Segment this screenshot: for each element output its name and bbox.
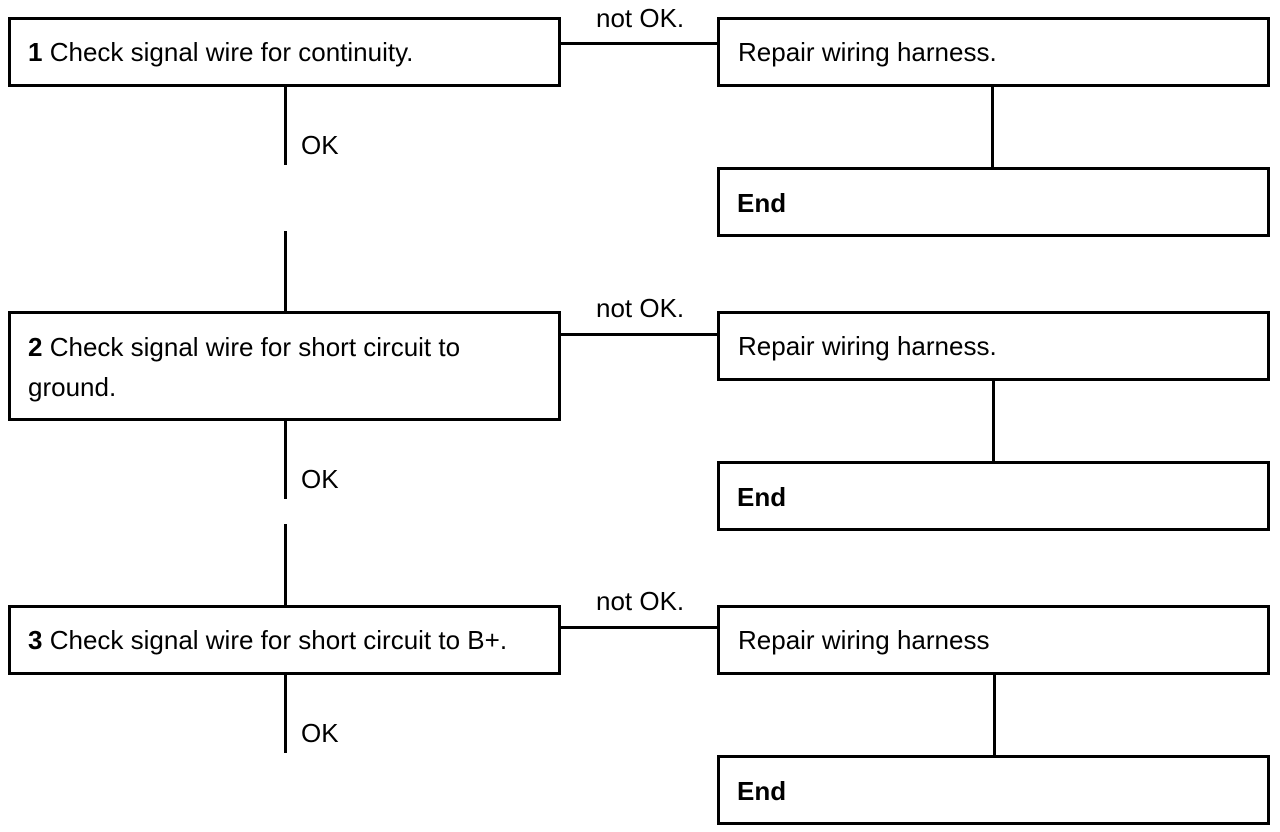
step-1-end-box: End — [717, 167, 1270, 237]
step-1-number: 1 — [28, 37, 43, 67]
step-3-fail-label: not OK. — [596, 586, 685, 616]
step-2-action-box: Repair wiring harness. — [717, 311, 1270, 381]
step-1-action-box: Repair wiring harness. — [717, 17, 1270, 87]
step-1-fail-label: not OK. — [596, 3, 685, 33]
step-2-text: Check signal wire for short circuit to g… — [28, 332, 461, 402]
step-1-action-to-end-connector — [991, 87, 994, 167]
step-2-pass-label: OK — [301, 464, 339, 494]
step-3-end-text: End — [737, 776, 787, 806]
step-1-fail-connector — [561, 42, 717, 45]
step-1-action-text: Repair wiring harness. — [738, 37, 997, 67]
step-2-action-to-end-connector — [992, 381, 995, 461]
step-3-action-text: Repair wiring harness — [738, 625, 990, 655]
step-2-pass-connector — [284, 421, 287, 499]
step-3-text: Check signal wire for short circuit to B… — [49, 625, 508, 655]
step-2-to-step-3-connector — [284, 524, 287, 605]
step-3-end-box: End — [717, 755, 1270, 825]
step-1-pass-label: OK — [301, 130, 339, 160]
step-2-action-text: Repair wiring harness. — [738, 331, 997, 361]
step-3-fail-connector — [561, 626, 717, 629]
step-3-number: 3 — [28, 625, 43, 655]
step-2-end-text: End — [737, 482, 787, 512]
step-2-fail-connector — [561, 333, 717, 336]
step-1-text: Check signal wire for continuity. — [49, 37, 414, 67]
step-3-action-box: Repair wiring harness — [717, 605, 1270, 675]
step-1-to-step-2-connector — [284, 231, 287, 311]
step-2-number: 2 — [28, 332, 43, 362]
step-3-action-to-end-connector — [993, 675, 996, 755]
step-1-box: 1 Check signal wire for continuity. — [8, 17, 561, 87]
step-2-end-box: End — [717, 461, 1270, 531]
step-3-box: 3 Check signal wire for short circuit to… — [8, 605, 561, 675]
step-2-fail-label: not OK. — [596, 293, 685, 323]
step-2-box: 2 Check signal wire for short circuit to… — [8, 311, 561, 421]
step-1-pass-connector — [284, 87, 287, 165]
step-3-pass-label: OK — [301, 718, 339, 748]
step-3-pass-connector — [284, 675, 287, 753]
step-1-end-text: End — [737, 188, 787, 218]
